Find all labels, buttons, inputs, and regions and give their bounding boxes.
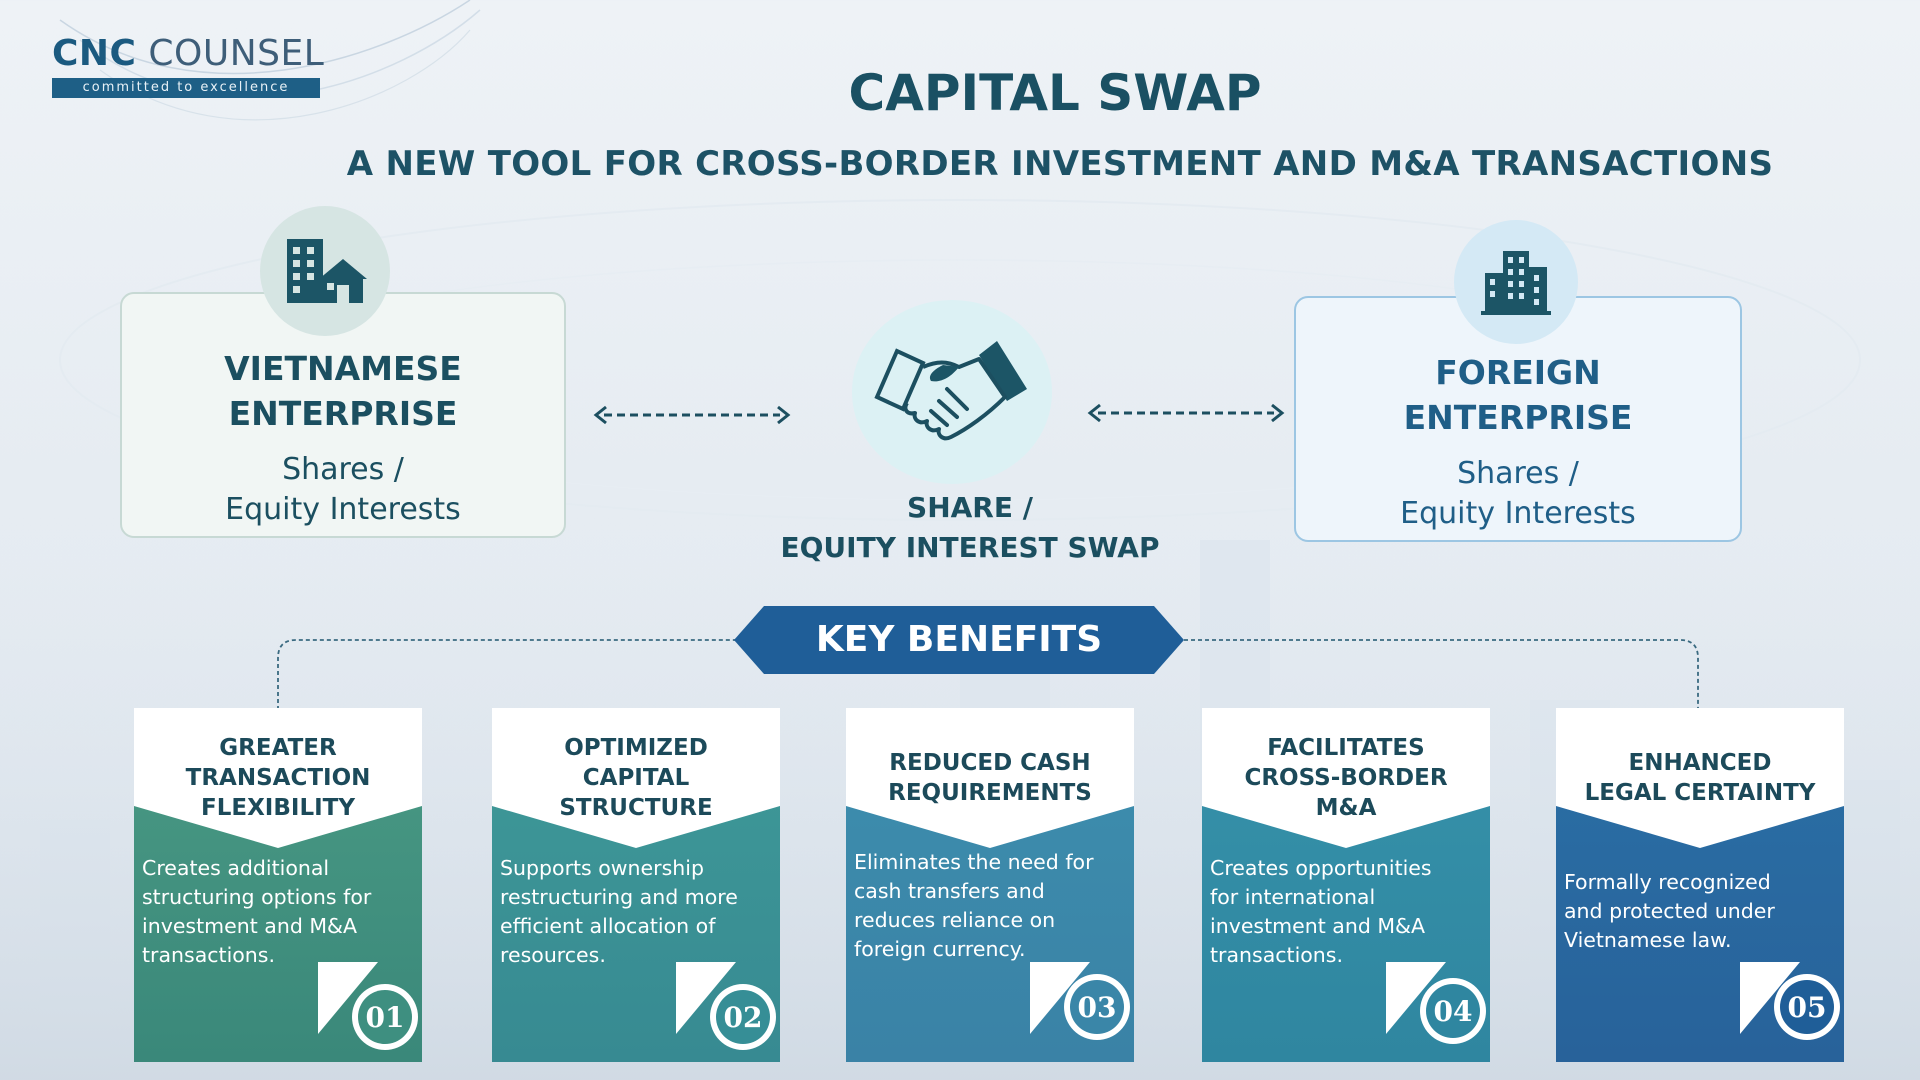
benefit-title-line: M&A xyxy=(1315,795,1377,821)
benefit-number: 05 xyxy=(1780,980,1834,1034)
benefit-title-line: REQUIREMENTS xyxy=(888,780,1092,806)
benefit-desc-line: Creates additional xyxy=(142,856,330,880)
benefit-number-badge: 01 xyxy=(352,984,418,1050)
page-title: CAPITAL SWAP xyxy=(848,64,1262,122)
benefit-card-3: REDUCED CASH REQUIREMENTS Eliminates the… xyxy=(846,708,1134,1062)
benefit-title: OPTIMIZED CAPITAL STRUCTURE xyxy=(502,716,770,840)
benefit-description: Supports ownership restructuring and mor… xyxy=(500,854,772,970)
swap-label: SHARE / EQUITY INTEREST SWAP xyxy=(740,488,1200,568)
benefit-card-1: GREATER TRANSACTION FLEXIBILITY Creates … xyxy=(134,708,422,1062)
benefit-title-line: GREATER xyxy=(219,735,337,761)
vietnamese-enterprise-subtitle: Shares / Equity Interests xyxy=(122,450,564,530)
swap-label-line1: SHARE / xyxy=(907,491,1033,524)
benefit-title: GREATER TRANSACTION FLEXIBILITY xyxy=(144,716,412,840)
key-benefits-banner: KEY BENEFITS xyxy=(734,606,1184,674)
benefit-number-badge: 04 xyxy=(1420,978,1486,1044)
office-buildings-icon xyxy=(260,206,390,336)
vietnamese-enterprise-sub-line2: Equity Interests xyxy=(225,492,461,527)
right-double-arrow xyxy=(1087,403,1285,423)
benefit-desc-line: restructuring and more xyxy=(500,885,738,909)
logo-tagline: committed to excellence xyxy=(52,78,320,98)
benefit-desc-line: investment and M&A xyxy=(1210,914,1426,938)
benefit-title-line: TRANSACTION xyxy=(185,765,371,791)
benefit-desc-line: transactions. xyxy=(142,943,275,967)
cnc-counsel-logo: CNC COUNSEL committed to excellence xyxy=(52,33,325,98)
key-benefits-label: KEY BENEFITS xyxy=(815,619,1103,660)
foreign-enterprise-title: FOREIGN ENTERPRISE xyxy=(1296,350,1740,440)
benefit-desc-line: transactions. xyxy=(1210,943,1343,967)
swap-label-line2: EQUITY INTEREST SWAP xyxy=(780,531,1160,564)
benefit-description: Formally recognized and protected under … xyxy=(1564,868,1836,955)
benefit-title: FACILITATES CROSS-BORDER M&A xyxy=(1212,716,1480,840)
benefit-title-line: ENHANCED xyxy=(1628,750,1772,776)
benefit-title-line: LEGAL CERTAINTY xyxy=(1584,780,1816,806)
foreign-enterprise-sub-line1: Shares / xyxy=(1457,456,1579,491)
benefit-desc-line: Eliminates the need for xyxy=(854,850,1094,874)
vietnamese-enterprise-sub-line1: Shares / xyxy=(282,452,404,487)
benefit-desc-line: efficient allocation of xyxy=(500,914,716,938)
page-subtitle: A NEW TOOL FOR CROSS-BORDER INVESTMENT A… xyxy=(346,144,1774,184)
benefit-desc-line: foreign currency. xyxy=(854,937,1026,961)
benefits-connector-lines xyxy=(277,639,1699,710)
benefit-title-line: CROSS-BORDER xyxy=(1244,765,1448,791)
benefit-title: ENHANCED LEGAL CERTAINTY xyxy=(1566,716,1834,840)
benefit-title: REDUCED CASH REQUIREMENTS xyxy=(856,716,1124,840)
skyscraper-buildings-icon xyxy=(1454,220,1578,344)
benefit-description: Eliminates the need for cash transfers a… xyxy=(854,848,1126,964)
benefit-desc-line: for international xyxy=(1210,885,1376,909)
foreign-enterprise-subtitle: Shares / Equity Interests xyxy=(1296,454,1740,534)
benefit-title-line: STRUCTURE xyxy=(559,795,713,821)
benefit-number: 02 xyxy=(716,990,770,1044)
logo-wordmark: CNC COUNSEL xyxy=(52,33,325,74)
vietnamese-enterprise-title-line1: VIETNAMESE xyxy=(224,349,462,388)
benefit-number: 03 xyxy=(1070,980,1124,1034)
benefit-card-5: ENHANCED LEGAL CERTAINTY Formally recogn… xyxy=(1556,708,1844,1062)
benefit-title-line: REDUCED CASH xyxy=(889,750,1091,776)
benefit-card-4: FACILITATES CROSS-BORDER M&A Creates opp… xyxy=(1202,708,1490,1062)
benefit-desc-line: structuring options for xyxy=(142,885,372,909)
benefit-title-line: OPTIMIZED xyxy=(564,735,708,761)
benefit-number-badge: 02 xyxy=(710,984,776,1050)
benefit-desc-line: reduces reliance on xyxy=(854,908,1056,932)
benefit-description: Creates additional structuring options f… xyxy=(142,854,414,970)
left-double-arrow xyxy=(593,405,791,425)
benefit-number-badge: 03 xyxy=(1064,974,1130,1040)
vietnamese-enterprise-title: VIETNAMESE ENTERPRISE xyxy=(122,346,564,436)
foreign-enterprise-title-line1: FOREIGN xyxy=(1435,353,1601,392)
benefit-desc-line: Supports ownership xyxy=(500,856,704,880)
benefit-desc-line: Formally recognized xyxy=(1564,870,1771,894)
benefit-desc-line: Vietnamese law. xyxy=(1564,928,1732,952)
handshake-icon xyxy=(874,341,1027,441)
benefit-desc-line: and protected under xyxy=(1564,899,1775,923)
benefit-number-badge: 05 xyxy=(1774,974,1840,1040)
benefit-description: Creates opportunities for international … xyxy=(1210,854,1482,970)
benefit-desc-line: cash transfers and xyxy=(854,879,1045,903)
benefit-desc-line: Creates opportunities xyxy=(1210,856,1432,880)
logo-brand-light: COUNSEL xyxy=(148,33,325,74)
benefit-title-line: FACILITATES xyxy=(1267,735,1425,761)
handshake-circle xyxy=(852,300,1052,484)
benefit-card-2: OPTIMIZED CAPITAL STRUCTURE Supports own… xyxy=(492,708,780,1062)
benefit-desc-line: resources. xyxy=(500,943,606,967)
logo-brand-bold: CNC xyxy=(52,33,137,74)
benefit-title-line: CAPITAL xyxy=(582,765,690,791)
benefit-title-line: FLEXIBILITY xyxy=(200,795,355,821)
benefit-desc-line: investment and M&A xyxy=(142,914,358,938)
benefit-number: 04 xyxy=(1426,984,1480,1038)
vietnamese-enterprise-title-line2: ENTERPRISE xyxy=(228,394,458,433)
foreign-enterprise-title-line2: ENTERPRISE xyxy=(1403,398,1633,437)
foreign-enterprise-sub-line2: Equity Interests xyxy=(1400,496,1636,531)
benefit-number: 01 xyxy=(358,990,412,1044)
